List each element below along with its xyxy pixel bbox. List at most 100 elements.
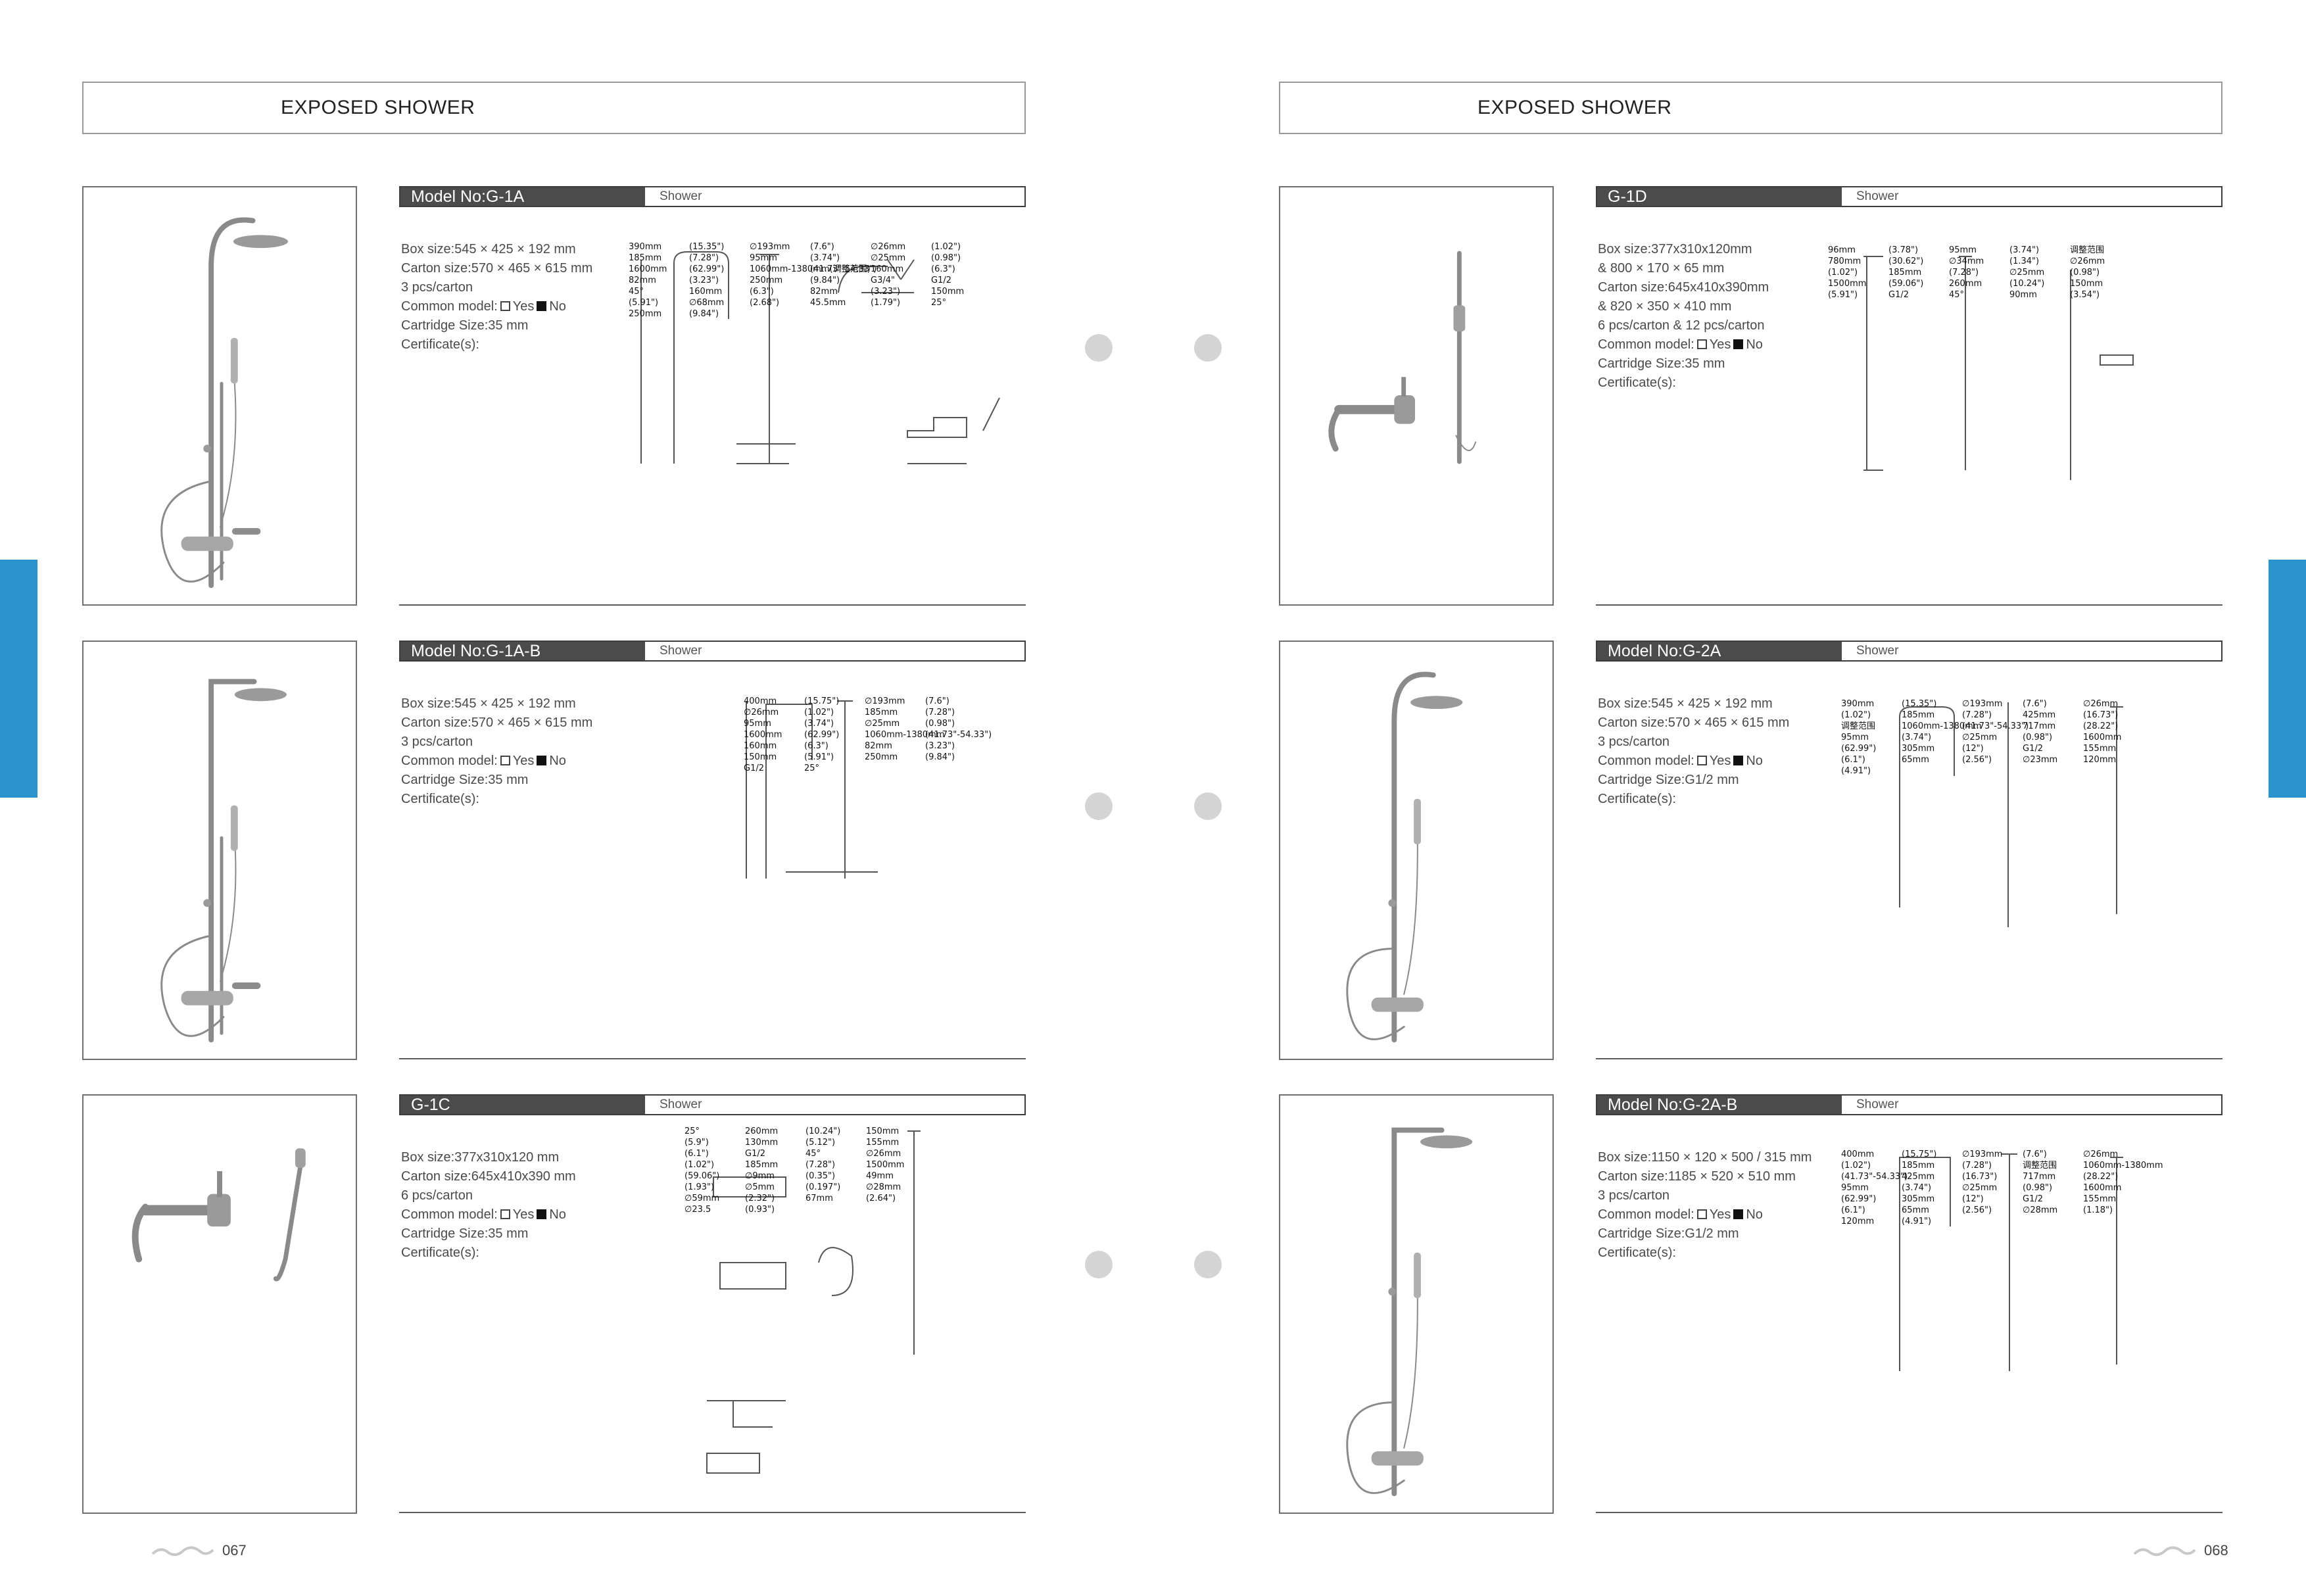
dimension-label: (7.28") — [1962, 1161, 1992, 1171]
page-footer: 067 — [151, 1542, 247, 1559]
dimension-label: (6.1") — [685, 1149, 709, 1159]
dimension-label: (1.79") — [871, 298, 900, 308]
product-title-bar: Model No:G-1A Shower — [399, 186, 1026, 207]
carton-size: Carton size:570 × 465 × 615 mm — [401, 715, 593, 730]
dimension-label: G1/2 — [1888, 290, 1909, 300]
dimension-label: (6.3") — [804, 741, 829, 751]
product-separator — [1596, 604, 2222, 606]
dimension-label: 1060mm-1380mm — [1902, 721, 1982, 731]
pcs-per-carton: 6 pcs/carton — [401, 1188, 473, 1203]
carton-size: Carton size:645x410x390 mm — [401, 1169, 576, 1184]
gray-dot — [1085, 792, 1113, 820]
dimension-label: 160mm — [871, 264, 903, 274]
dimension-label: (6.3") — [750, 287, 774, 297]
technical-drawing: 390mm(15.35")∅193mm(7.6")∅26mm(1.02")185… — [625, 240, 1026, 493]
dimension-label: ∅68mm — [689, 298, 724, 308]
dimension-label: 185mm — [1888, 268, 1921, 278]
brand-wave-logo-icon — [2133, 1546, 2196, 1557]
dimension-label: ∅26mm — [2083, 699, 2118, 709]
dimension-label: (28.22") — [2083, 1172, 2118, 1182]
dimension-label: (3.23") — [871, 287, 900, 297]
dimension-label: (7.6") — [2023, 699, 2047, 709]
dimension-label: 150mm — [2070, 279, 2103, 289]
carton-size: Carton size:570 × 465 × 615 mm — [1598, 715, 1790, 730]
dimension-label: ∅193mm — [1962, 1149, 2002, 1159]
dimension-label: ∅25mm — [2009, 268, 2044, 278]
checkbox-empty-icon — [500, 301, 510, 311]
product-title-bar: G-1C Shower — [399, 1094, 1026, 1115]
dimension-label: (28.22") — [2083, 721, 2118, 731]
product-photo — [1279, 186, 1554, 606]
dimension-label: 82mm — [810, 287, 838, 297]
cartridge-size: Cartridge Size:G1/2 mm — [1598, 1226, 1739, 1241]
dimension-label: (0.197") — [805, 1182, 840, 1192]
dimension-label: 65mm — [1902, 755, 1929, 765]
dimension-label: 95mm — [750, 253, 777, 263]
dimension-label: (5.91") — [629, 298, 658, 308]
dimension-label: (0.93") — [745, 1205, 775, 1215]
dimension-label: (5.12") — [805, 1138, 835, 1148]
dimension-label: (4.91") — [1841, 766, 1871, 776]
checkbox-filled-icon — [1733, 1209, 1744, 1219]
checkbox-empty-icon — [500, 756, 510, 765]
dimension-label: (41.73"-54.33") — [810, 264, 877, 274]
dimension-label: (3.74") — [2009, 245, 2039, 255]
dimension-label: (59.06") — [685, 1171, 719, 1181]
dimension-label: 95mm — [744, 719, 771, 729]
technical-drawing: 400mm(15.75")∅193mm(7.6")∅26mm(1.02")185… — [740, 694, 1003, 892]
dimension-label: (15.75") — [1902, 1149, 1936, 1159]
dimension-label: 185mm — [865, 708, 898, 717]
dimension-label: 185mm — [745, 1160, 778, 1170]
dimension-label: 调整范围 — [2023, 1161, 2057, 1171]
dimension-label: 160mm — [689, 287, 722, 297]
checkbox-filled-icon — [1733, 339, 1744, 349]
dimension-label: ∅59mm — [685, 1194, 719, 1203]
dimension-label: (62.99") — [1841, 1194, 1876, 1204]
product-title-bar: G-1D Shower — [1596, 186, 2222, 207]
dimension-label: (3.74") — [810, 253, 840, 263]
dimension-label: 250mm — [865, 752, 898, 762]
dimension-label: 82mm — [865, 741, 892, 751]
dimension-label: 1060mm-1380mm(调整范围) — [750, 264, 871, 274]
dimension-label: 185mm — [629, 253, 661, 263]
product-category: Shower — [660, 1098, 702, 1111]
dimension-label: (30.62") — [1888, 256, 1923, 266]
section-title: EXPOSED SHOWER — [1477, 97, 1672, 118]
dimension-label: 120mm — [2083, 755, 2116, 765]
dimension-label: G1/2 — [2023, 744, 2043, 754]
dimension-label: 1060mm-1380mm — [865, 730, 945, 740]
dimension-label: 82mm — [629, 276, 656, 285]
dimension-label: (62.99") — [1841, 744, 1876, 754]
product-category: Shower — [660, 644, 702, 658]
dimension-label: 120mm — [1841, 1217, 1874, 1226]
model-number: Model No:G-2A — [1597, 642, 1842, 660]
technical-drawing: 25°260mm(10.24")150mm(5.9")130mm(5.12")1… — [681, 1124, 957, 1493]
product-specs: Box size:377x310x120 mm Carton size:645x… — [401, 1148, 618, 1263]
technical-drawing-lines: 400mm(15.75")∅193mm(7.6")∅26mm(1.02")185… — [1841, 1149, 2163, 1371]
dimension-label: ∅25mm — [1962, 733, 1997, 742]
pcs-per-carton: 3 pcs/carton — [1598, 735, 1669, 749]
dimension-label: (3.23") — [689, 276, 719, 285]
dimension-label: (62.99") — [804, 730, 839, 740]
dimension-label: ∅193mm — [865, 696, 905, 706]
dimension-label: 717mm — [2023, 1172, 2055, 1182]
product-specs: Box size:545 × 425 × 192 mm Carton size:… — [401, 240, 618, 354]
certificates: Certificate(s): — [1598, 1245, 1676, 1260]
dimension-label: (15.75") — [804, 696, 839, 706]
dimension-label: (3.74") — [1902, 1183, 1931, 1193]
dimension-label: 400mm — [744, 696, 777, 706]
technical-drawing: 400mm(15.75")∅193mm(7.6")∅26mm(1.02")185… — [1837, 1148, 2179, 1404]
dimension-label: 150mm — [931, 287, 964, 297]
dimension-label: (5.9") — [685, 1138, 709, 1148]
dimension-label: 305mm — [1902, 1194, 1934, 1204]
cartridge-size: Cartridge Size:35 mm — [401, 773, 529, 787]
product-title-bar: Model No:G-2A-B Shower — [1596, 1094, 2222, 1115]
box-size: Box size:377x310x120 mm — [401, 1150, 560, 1165]
dimension-label: ∅25mm — [871, 253, 905, 263]
product-photo — [82, 641, 357, 1060]
dimension-label: (0.98") — [2070, 268, 2100, 278]
dimension-label: G1/2 — [744, 763, 764, 773]
dimension-label: (1.02") — [1841, 710, 1871, 720]
dimension-label: ∅34mm — [1949, 256, 1984, 266]
